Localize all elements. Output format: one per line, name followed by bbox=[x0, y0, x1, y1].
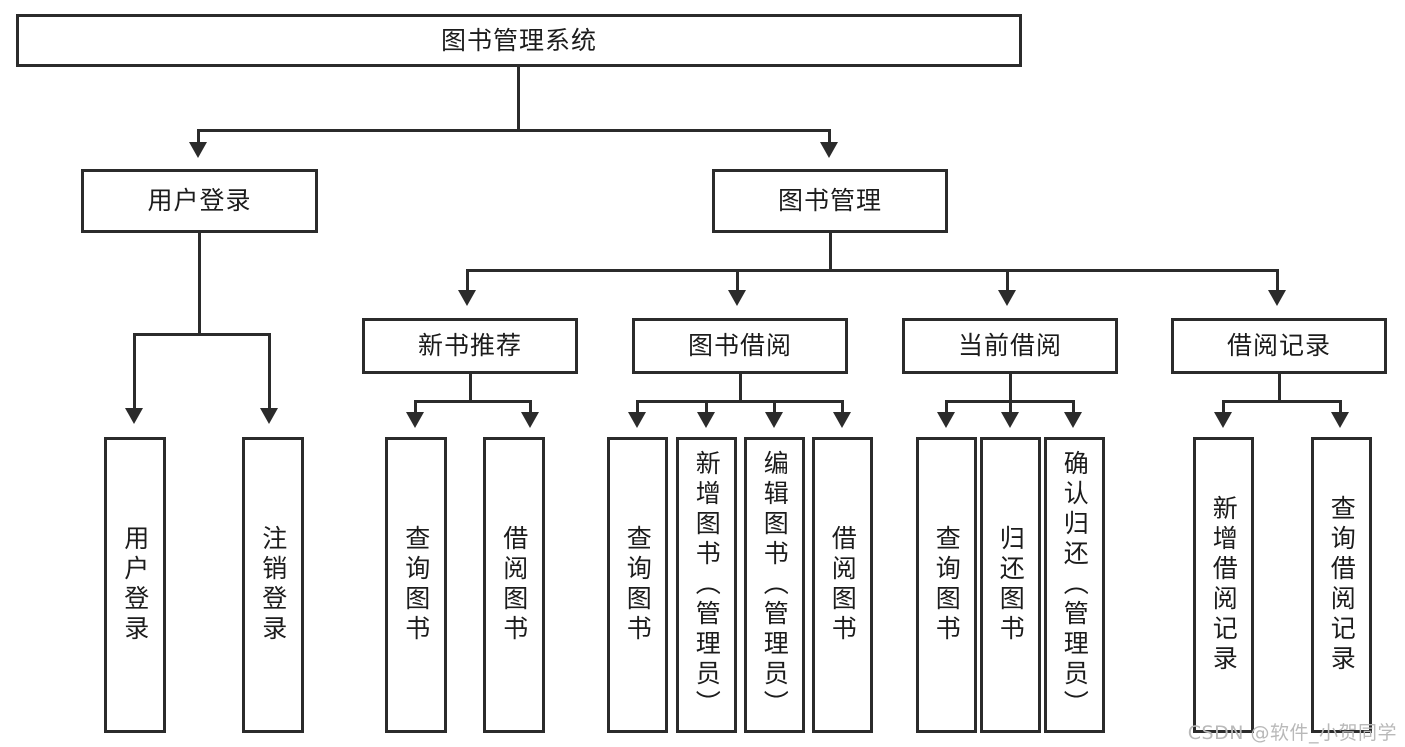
edge-user-login-branch-2 bbox=[268, 333, 271, 411]
node-borrow-record[interactable]: 借阅记录 bbox=[1171, 318, 1387, 374]
arrow-user-login-leaf-1 bbox=[125, 408, 143, 424]
arrow-to-current-borrow bbox=[998, 290, 1016, 306]
leaf-label: 查询图书 bbox=[623, 525, 653, 645]
edge-new-book-branch-1 bbox=[414, 400, 417, 414]
edge-user-login-stem bbox=[198, 233, 201, 335]
arrow-to-borrow-record bbox=[1268, 290, 1286, 306]
edge-root-stem bbox=[517, 67, 520, 130]
arrow-current-borrow-leaf-2 bbox=[1001, 412, 1019, 428]
arrow-current-borrow-leaf-1 bbox=[937, 412, 955, 428]
arrow-book-borrow-leaf-3 bbox=[765, 412, 783, 428]
edge-current-borrow-branch-2 bbox=[1009, 400, 1012, 414]
node-book-management[interactable]: 图书管理 bbox=[712, 169, 948, 233]
edge-book-borrow-branch-2 bbox=[705, 400, 708, 414]
edge-book-borrow-stem bbox=[739, 374, 742, 402]
arrow-to-new-book-recommend bbox=[458, 290, 476, 306]
node-user-login[interactable]: 用户登录 bbox=[81, 169, 318, 233]
edge-root-bus bbox=[197, 129, 831, 132]
leaf-label: 借阅图书 bbox=[499, 525, 529, 645]
edge-book-manage-branch-4 bbox=[1276, 269, 1279, 293]
arrow-borrow-record-leaf-1 bbox=[1214, 412, 1232, 428]
node-label: 图书管理 bbox=[777, 186, 882, 216]
leaf-borrow-book-new-book[interactable]: 借阅图书 bbox=[483, 437, 545, 733]
edge-book-manage-bus bbox=[466, 269, 1279, 272]
leaf-user-login[interactable]: 用户登录 bbox=[104, 437, 166, 733]
node-label: 借阅记录 bbox=[1226, 331, 1331, 361]
edge-borrow-record-branch-2 bbox=[1339, 400, 1342, 414]
arrow-book-borrow-leaf-4 bbox=[833, 412, 851, 428]
node-label: 图书借阅 bbox=[687, 331, 792, 361]
leaf-label: 用户登录 bbox=[120, 525, 150, 645]
leaf-label: 确认归还（管理员） bbox=[1060, 450, 1090, 720]
arrow-to-book-borrow bbox=[728, 290, 746, 306]
leaf-label: 查询图书 bbox=[401, 525, 431, 645]
arrow-book-borrow-leaf-2 bbox=[697, 412, 715, 428]
leaf-label: 注销登录 bbox=[258, 525, 288, 645]
edge-new-book-stem bbox=[469, 374, 472, 402]
edge-book-borrow-branch-1 bbox=[636, 400, 639, 414]
edge-book-manage-branch-2 bbox=[736, 269, 739, 293]
edge-borrow-record-stem bbox=[1278, 374, 1281, 402]
arrow-root-to-user-login bbox=[189, 142, 207, 158]
arrow-current-borrow-leaf-3 bbox=[1064, 412, 1082, 428]
leaf-label: 编辑图书（管理员） bbox=[760, 450, 790, 720]
leaf-query-book-current[interactable]: 查询图书 bbox=[916, 437, 977, 733]
edge-current-borrow-branch-3 bbox=[1072, 400, 1075, 414]
leaf-edit-book-admin[interactable]: 编辑图书（管理员） bbox=[744, 437, 805, 733]
edge-borrow-record-bus bbox=[1222, 400, 1342, 403]
arrow-new-book-leaf-1 bbox=[406, 412, 424, 428]
node-book-borrow[interactable]: 图书借阅 bbox=[632, 318, 848, 374]
edge-user-login-bus bbox=[133, 333, 271, 336]
leaf-logout-login[interactable]: 注销登录 bbox=[242, 437, 304, 733]
leaf-borrow-book-borrow[interactable]: 借阅图书 bbox=[812, 437, 873, 733]
leaf-label: 借阅图书 bbox=[828, 525, 858, 645]
leaf-query-borrow-record[interactable]: 查询借阅记录 bbox=[1311, 437, 1372, 733]
edge-book-borrow-bus bbox=[636, 400, 843, 403]
arrow-root-to-book-manage bbox=[820, 142, 838, 158]
edge-new-book-branch-2 bbox=[529, 400, 532, 414]
edge-book-manage-stem bbox=[829, 233, 832, 271]
node-label: 新书推荐 bbox=[417, 331, 522, 361]
edge-book-borrow-branch-3 bbox=[773, 400, 776, 414]
edge-borrow-record-branch-1 bbox=[1222, 400, 1225, 414]
leaf-label: 查询借阅记录 bbox=[1327, 495, 1357, 675]
csdn-watermark: CSDN @软件_小贺同学 bbox=[1187, 722, 1397, 744]
leaf-label: 新增图书（管理员） bbox=[692, 450, 722, 720]
leaf-label: 归还图书 bbox=[996, 525, 1026, 645]
arrow-new-book-leaf-2 bbox=[521, 412, 539, 428]
edge-book-manage-branch-1 bbox=[466, 269, 469, 293]
leaf-query-book-new-book[interactable]: 查询图书 bbox=[385, 437, 447, 733]
edge-new-book-bus bbox=[414, 400, 532, 403]
leaf-label: 新增借阅记录 bbox=[1209, 495, 1239, 675]
leaf-add-borrow-record[interactable]: 新增借阅记录 bbox=[1193, 437, 1254, 733]
edge-current-borrow-stem bbox=[1009, 374, 1012, 402]
edge-root-to-user-login bbox=[197, 129, 200, 144]
node-label: 当前借阅 bbox=[957, 331, 1062, 361]
arrow-book-borrow-leaf-1 bbox=[628, 412, 646, 428]
node-current-borrow[interactable]: 当前借阅 bbox=[902, 318, 1118, 374]
leaf-label: 查询图书 bbox=[932, 525, 962, 645]
node-root-book-management-system[interactable]: 图书管理系统 bbox=[16, 14, 1022, 67]
edge-book-borrow-branch-4 bbox=[841, 400, 844, 414]
leaf-add-book-admin[interactable]: 新增图书（管理员） bbox=[676, 437, 737, 733]
edge-book-manage-branch-3 bbox=[1006, 269, 1009, 293]
leaf-query-book-borrow[interactable]: 查询图书 bbox=[607, 437, 668, 733]
edge-current-borrow-branch-1 bbox=[945, 400, 948, 414]
edge-user-login-branch-1 bbox=[133, 333, 136, 411]
arrow-borrow-record-leaf-2 bbox=[1331, 412, 1349, 428]
edge-root-to-book-manage bbox=[828, 129, 831, 144]
node-label: 图书管理系统 bbox=[440, 25, 597, 55]
leaf-return-book[interactable]: 归还图书 bbox=[980, 437, 1041, 733]
leaf-confirm-return-admin[interactable]: 确认归还（管理员） bbox=[1044, 437, 1105, 733]
node-label: 用户登录 bbox=[147, 186, 252, 216]
node-new-book-recommend[interactable]: 新书推荐 bbox=[362, 318, 578, 374]
arrow-user-login-leaf-2 bbox=[260, 408, 278, 424]
